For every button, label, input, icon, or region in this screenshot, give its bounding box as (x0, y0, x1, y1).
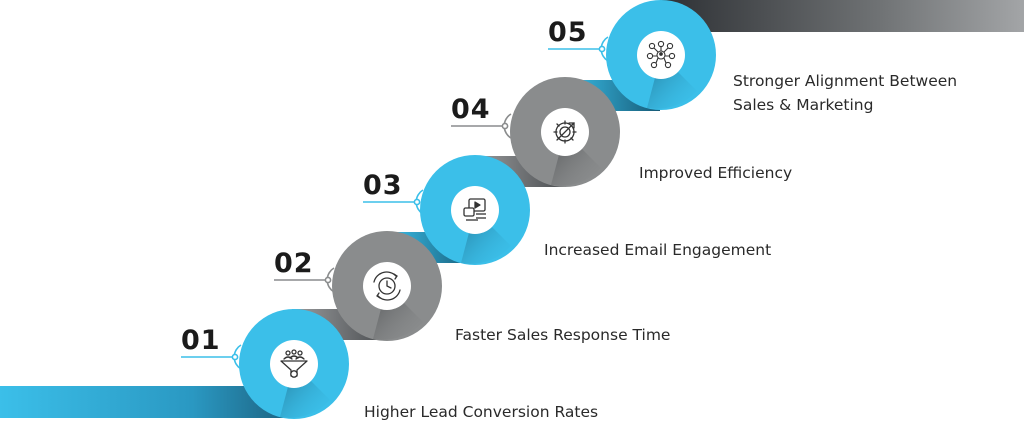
step-label-02: Faster Sales Response Time (455, 326, 671, 344)
gear-arrow-icon (553, 120, 577, 144)
marker-02 (274, 267, 335, 293)
video-chat-icon (463, 198, 486, 221)
marker-05 (548, 36, 609, 62)
step-circle-01 (239, 309, 349, 419)
step-number-04: 04 (451, 94, 491, 125)
step-circle-03 (420, 155, 530, 265)
step-number-03: 03 (363, 170, 403, 201)
marker-04 (451, 113, 512, 139)
step-label-04: Improved Efficiency (639, 164, 793, 182)
marker-01 (181, 344, 242, 370)
step-number-01: 01 (181, 325, 221, 356)
funnel-people-icon (280, 349, 308, 378)
network-people-icon (646, 40, 676, 69)
exit-band (660, 0, 1024, 32)
step-number-05: 05 (548, 17, 588, 48)
step-label-05-line2: Sales & Marketing (733, 96, 874, 114)
step-label-01: Higher Lead Conversion Rates (364, 403, 599, 421)
step-label-03: Increased Email Engagement (544, 241, 772, 259)
marker-03 (363, 189, 424, 215)
clock-cycle-icon (373, 271, 401, 301)
step-label-05-line1: Stronger Alignment Between (733, 72, 958, 90)
step-number-02: 02 (274, 248, 314, 279)
